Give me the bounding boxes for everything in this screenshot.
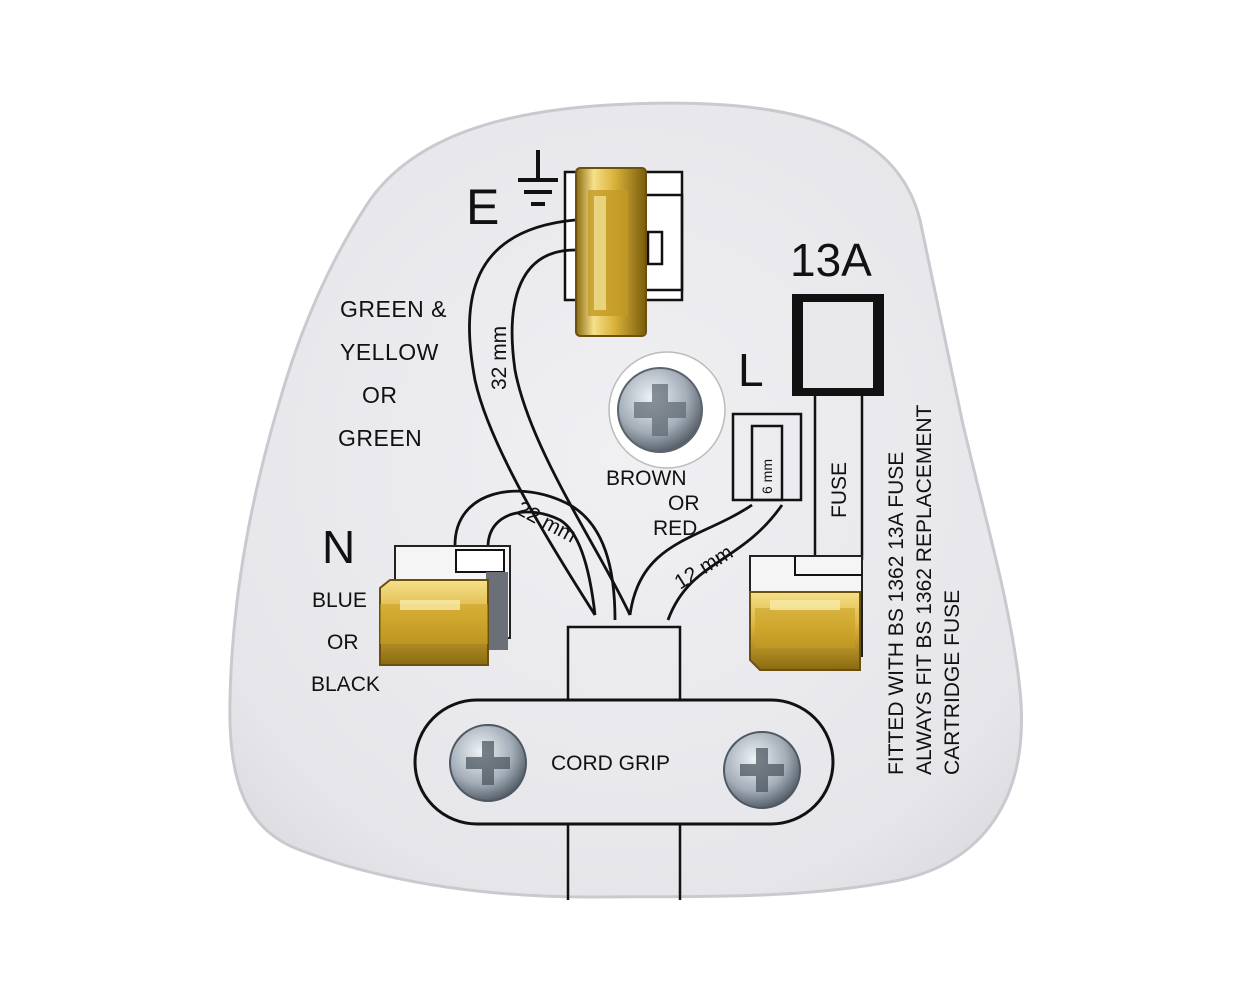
live-pin bbox=[749, 555, 863, 671]
live-wire bbox=[628, 503, 784, 621]
neutral-colour-line-2: OR bbox=[327, 631, 359, 654]
earth-colour-line-1: GREEN & bbox=[340, 296, 447, 322]
neutral-wire bbox=[453, 489, 617, 621]
cord-stem bbox=[566, 625, 682, 900]
rating-label: 13A bbox=[790, 234, 872, 286]
live-strip-length: 6 mm bbox=[759, 459, 775, 494]
earth-symbol-icon bbox=[518, 150, 558, 206]
neutral-colour-line-3: BLACK bbox=[311, 673, 380, 696]
centre-screw-icon bbox=[608, 351, 726, 469]
fuse-label: FUSE bbox=[828, 462, 851, 518]
cord-grip bbox=[413, 698, 835, 826]
earth-terminal bbox=[563, 167, 684, 337]
earth-colour-line-4: GREEN bbox=[338, 425, 422, 451]
earth-colour-line-3: OR bbox=[362, 382, 398, 408]
earth-colour-line-2: YELLOW bbox=[340, 339, 439, 365]
cord-grip-label: CORD GRIP bbox=[551, 752, 670, 775]
earth-wire bbox=[468, 218, 632, 616]
neutral-letter: N bbox=[322, 521, 355, 573]
fuse-notice-line-1: FITTED WITH BS 1362 13A FUSE bbox=[885, 452, 908, 775]
live-colour-line-1: BROWN bbox=[606, 467, 687, 490]
fuse-holder bbox=[792, 294, 884, 560]
earth-letter: E bbox=[466, 179, 499, 235]
live-colour-line-2: OR bbox=[668, 492, 700, 515]
fuse-notice-line-3: CARTRIDGE FUSE bbox=[941, 590, 964, 775]
neutral-colour-line-1: BLUE bbox=[312, 589, 367, 612]
live-colour-line-3: RED bbox=[653, 517, 697, 540]
fuse-notice-line-2: ALWAYS FIT BS 1362 REPLACEMENT bbox=[913, 404, 936, 775]
earth-wire-length: 32 mm bbox=[488, 326, 511, 390]
neutral-pin bbox=[379, 545, 511, 666]
live-strip-box bbox=[731, 412, 803, 502]
live-letter: L bbox=[738, 344, 764, 396]
